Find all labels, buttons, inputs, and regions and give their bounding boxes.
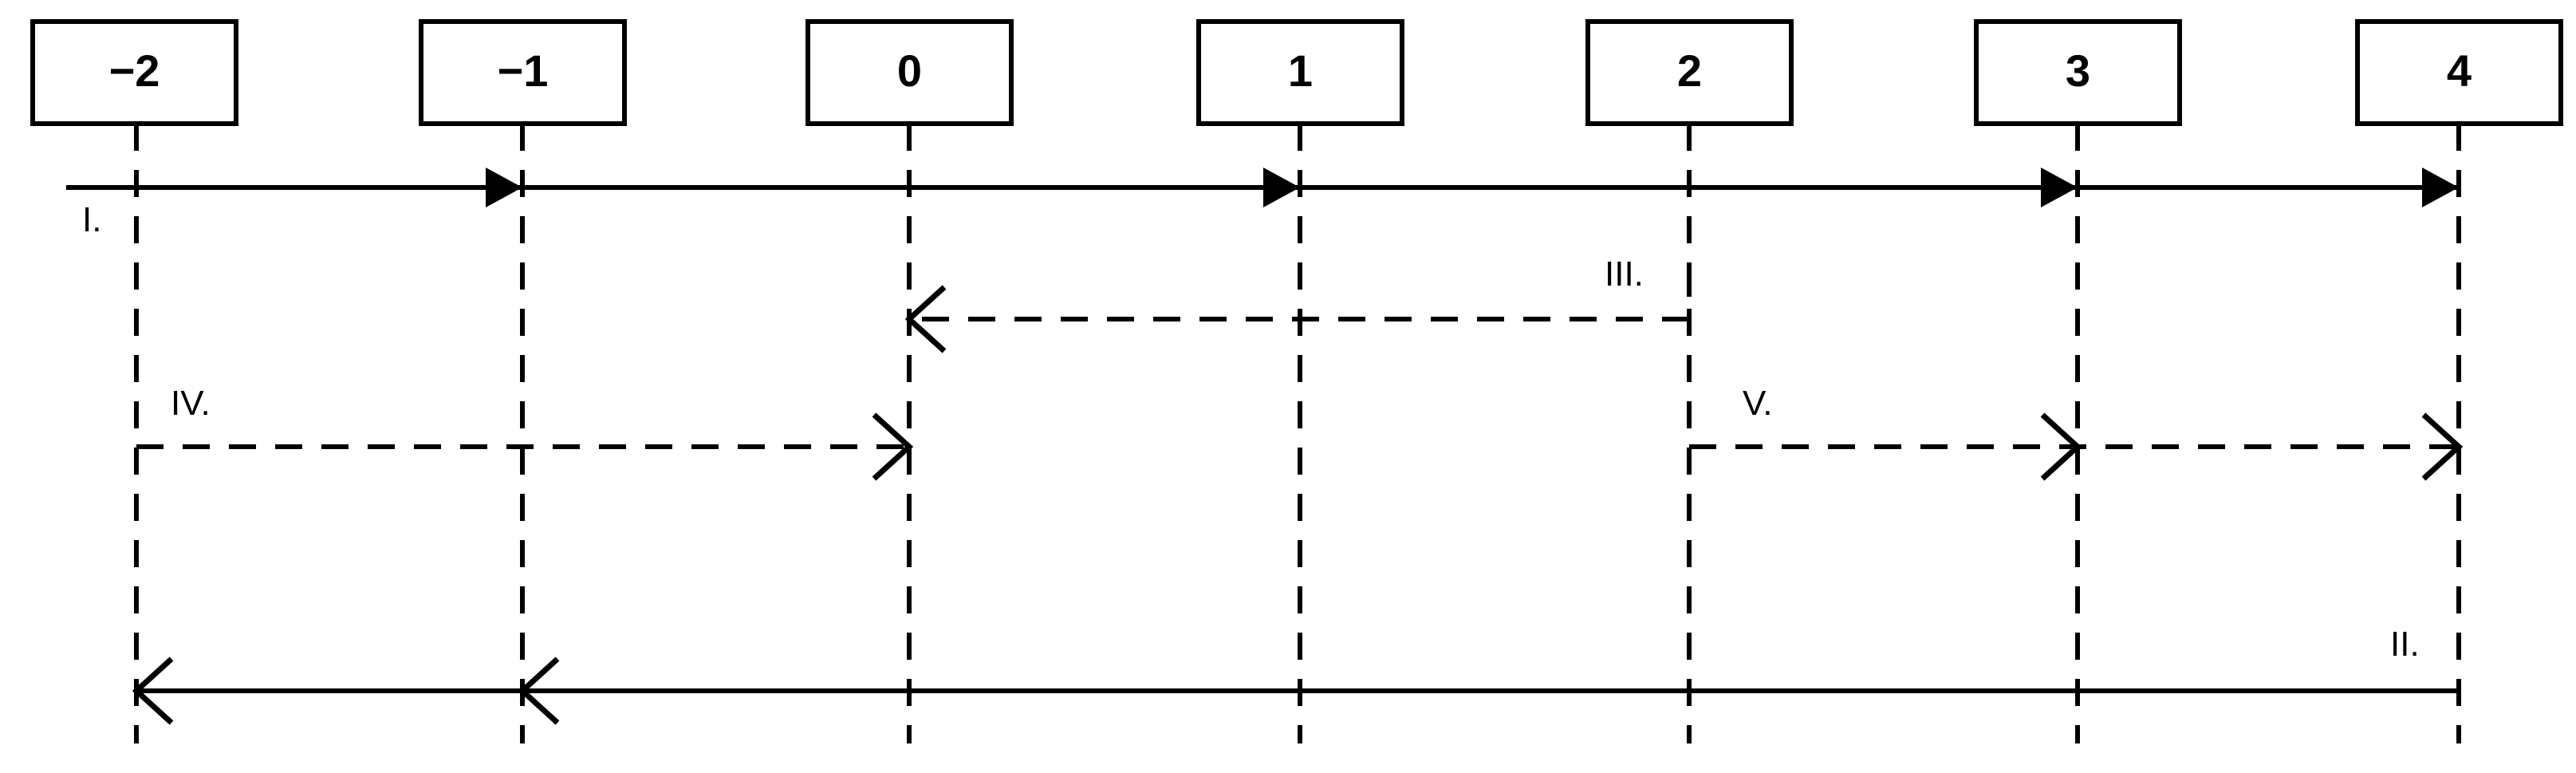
- arrowhead-filled: [486, 168, 522, 207]
- arrowhead-open: [2421, 412, 2464, 481]
- lifeline-ll-zero[interactable]: 0: [805, 19, 1014, 743]
- lifeline-name-label: 1: [1288, 45, 1313, 96]
- lifeline-name-label: −1: [498, 45, 549, 96]
- lifeline-name-label: −2: [109, 45, 160, 96]
- lifeline-head-box[interactable]: [1974, 19, 2182, 126]
- arrowhead-open: [904, 285, 947, 353]
- lifeline-ll-minus1[interactable]: −1: [419, 19, 627, 743]
- lifeline-name-label: 3: [2066, 45, 2090, 96]
- lifelines-layer: −2 −1 0 1 2 3 4: [30, 19, 2563, 743]
- message-msg-4[interactable]: [136, 412, 914, 481]
- message-msg-5[interactable]: [1689, 412, 2464, 481]
- lifeline-head-box[interactable]: [1196, 19, 1404, 126]
- messages-layer: [66, 168, 2464, 725]
- lifeline-name-label: 0: [897, 45, 922, 96]
- lifeline-ll-four[interactable]: 4: [2355, 19, 2563, 743]
- lifeline-ll-minus2[interactable]: −2: [30, 19, 238, 743]
- lifeline-name-label: 4: [2447, 45, 2472, 96]
- lifeline-head-box[interactable]: [30, 19, 238, 126]
- lifeline-head-box[interactable]: [2355, 19, 2563, 126]
- lifeline-head-box[interactable]: [419, 19, 627, 126]
- lifeline-ll-two[interactable]: 2: [1585, 19, 1794, 743]
- message-label: II.: [2390, 625, 2420, 664]
- message-label: III.: [1605, 254, 1644, 294]
- arrowhead-filled: [2422, 168, 2459, 207]
- arrowhead-filled: [2041, 168, 2078, 207]
- arrowhead-filled: [1263, 168, 1300, 207]
- lifeline-ll-one[interactable]: 1: [1196, 19, 1404, 743]
- message-msg-2[interactable]: [132, 657, 2459, 725]
- message-label: IV.: [171, 384, 211, 423]
- lifeline-ll-three[interactable]: 3: [1974, 19, 2182, 743]
- message-labels-layer: I. III. IV. V. II.: [82, 200, 2420, 664]
- message-msg-1[interactable]: [66, 168, 2459, 207]
- message-msg-3[interactable]: [904, 270, 1692, 353]
- arrowhead-open: [518, 657, 560, 725]
- arrowhead-open: [2040, 412, 2082, 481]
- message-label: I.: [82, 200, 101, 239]
- lifeline-name-label: 2: [1677, 45, 1702, 96]
- message-label: V.: [1743, 384, 1773, 423]
- arrowhead-open: [132, 657, 174, 725]
- arrowhead-open: [872, 412, 914, 481]
- lifeline-head-box[interactable]: [805, 19, 1014, 126]
